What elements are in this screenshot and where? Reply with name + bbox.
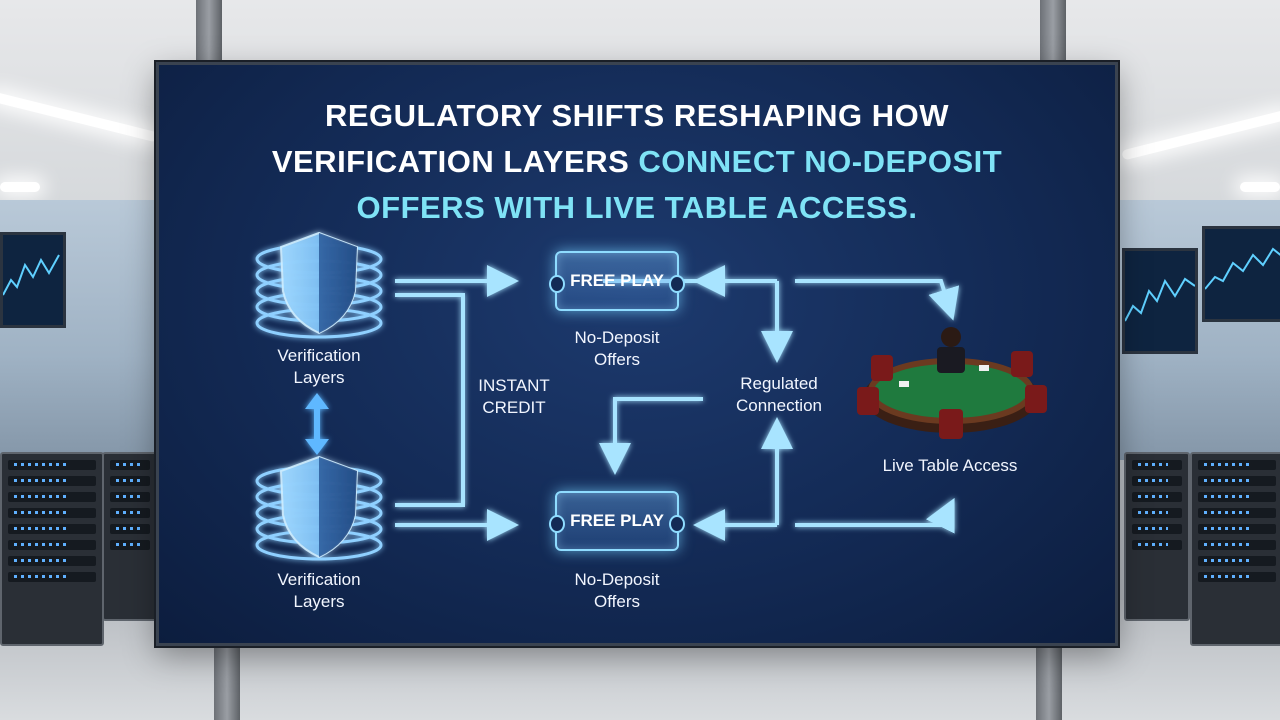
title-line-1: REGULATORY SHIFTS RESHAPING HOW — [324, 98, 950, 133]
stand-pole-top-right — [1040, 0, 1066, 64]
stock-chart-icon — [1204, 247, 1280, 290]
no-deposit-offers-label-bottom: No-Deposit Offers — [574, 570, 660, 611]
flow-arrows — [395, 265, 960, 541]
title-line-2-white: VERIFICATION LAYERS — [271, 144, 639, 179]
title-line-2-highlight: CONNECT NO-DEPOSIT — [638, 144, 1003, 179]
live-table-access-label: Live Table Access — [882, 456, 1018, 475]
wall-monitor-right-2 — [1202, 226, 1280, 322]
free-play-ticket-top: FREE PLAY — [549, 251, 685, 311]
flow-diagram — [255, 231, 1047, 561]
ceiling-light-right-2 — [1240, 182, 1280, 192]
instant-credit-label: INSTANT CREDIT — [478, 376, 550, 417]
no-deposit-offers-label-top: No-Deposit Offers — [574, 328, 660, 369]
stock-chart-icon — [2, 254, 60, 296]
server-rack-left-2 — [102, 452, 158, 621]
wall-monitor-right-1 — [1122, 248, 1198, 354]
server-rack-right-2 — [1124, 452, 1190, 621]
board-title: REGULATORY SHIFTS RESHAPING HOW VERIFICA… — [159, 93, 1115, 231]
server-rack-right — [1190, 452, 1280, 646]
stand-pole-bottom-right — [1036, 644, 1062, 720]
server-rack-left — [0, 452, 104, 646]
free-play-ticket-bottom: FREE PLAY — [549, 491, 685, 551]
verification-layers-label-top: Verification Layers — [277, 346, 361, 387]
bidirectional-arrow-icon — [305, 393, 329, 455]
title-line-2: VERIFICATION LAYERS CONNECT NO-DEPOSIT — [159, 139, 1115, 185]
regulated-connection-label: Regulated Connection — [735, 374, 822, 415]
ceiling-light-left-2 — [0, 182, 40, 192]
stock-chart-icon — [1124, 277, 1196, 322]
stand-pole-bottom-left — [214, 644, 240, 720]
verification-layers-label-bottom: Verification Layers — [277, 570, 361, 611]
title-line-3: OFFERS WITH LIVE TABLE ACCESS. — [356, 190, 918, 225]
shield-stack-icon-bottom — [255, 455, 383, 561]
wall-monitor-left — [0, 232, 66, 328]
infographic-display-board: REGULATORY SHIFTS RESHAPING HOW VERIFICA… — [156, 62, 1118, 646]
poker-table-icon — [857, 327, 1047, 439]
shield-stack-icon-top — [255, 231, 383, 339]
stand-pole-top-left — [196, 0, 222, 64]
